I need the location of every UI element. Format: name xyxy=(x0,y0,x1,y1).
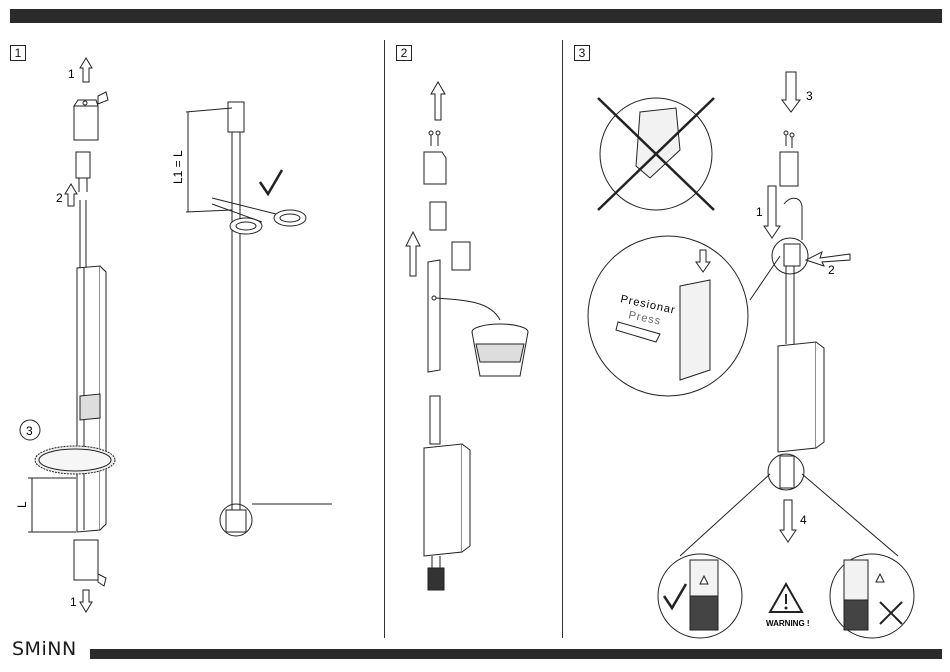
screw-icon xyxy=(429,131,440,146)
incorrect-detail-circle xyxy=(830,554,914,638)
down-arrow-icon xyxy=(780,500,796,542)
arrow-label-4: 4 xyxy=(800,513,807,527)
arrow-label-3: 3 xyxy=(806,89,813,103)
step-2-illustration xyxy=(406,82,528,590)
correct-detail-circle xyxy=(658,554,742,638)
arrow-label-1: 1 xyxy=(756,205,763,219)
step-3-illustration xyxy=(588,72,914,638)
saw-blade-icon xyxy=(35,446,115,474)
up-arrow-icon xyxy=(80,58,92,82)
step-1-illustration xyxy=(20,58,332,612)
down-arrow-icon xyxy=(782,72,800,112)
top-bracket xyxy=(74,92,108,140)
bottom-bracket xyxy=(74,540,106,586)
brand-logo: SMiNN xyxy=(12,638,77,660)
arrow-label-1-top: 1 xyxy=(68,67,75,81)
up-arrow-icon xyxy=(406,232,420,276)
blade-callout-label: 3 xyxy=(26,424,33,438)
bottom-footer-bar xyxy=(90,649,942,659)
screw-icon xyxy=(784,131,794,148)
waste-bin-icon xyxy=(472,324,528,376)
press-detail-circle xyxy=(588,236,748,396)
warning-label: WARNING ! xyxy=(766,619,810,628)
arrow-label-2: 2 xyxy=(56,191,63,205)
length-label: L xyxy=(15,501,29,508)
down-arrow-icon xyxy=(80,590,92,612)
aluminium-profile xyxy=(77,266,106,532)
checkmark-icon xyxy=(260,170,282,194)
cut-length-label: L1 = L xyxy=(171,150,185,184)
up-arrow-icon xyxy=(65,184,77,206)
up-arrow-icon xyxy=(431,82,445,120)
cut-rail xyxy=(186,102,332,536)
arrow-label-1-bottom: 1 xyxy=(70,595,77,609)
warning-icon xyxy=(770,584,802,612)
inner-clip xyxy=(76,152,90,192)
wrong-detail-circle xyxy=(598,98,714,210)
scissors-icon xyxy=(212,198,306,234)
arrow-label-2: 2 xyxy=(828,263,835,277)
down-arrow-icon xyxy=(764,186,780,238)
